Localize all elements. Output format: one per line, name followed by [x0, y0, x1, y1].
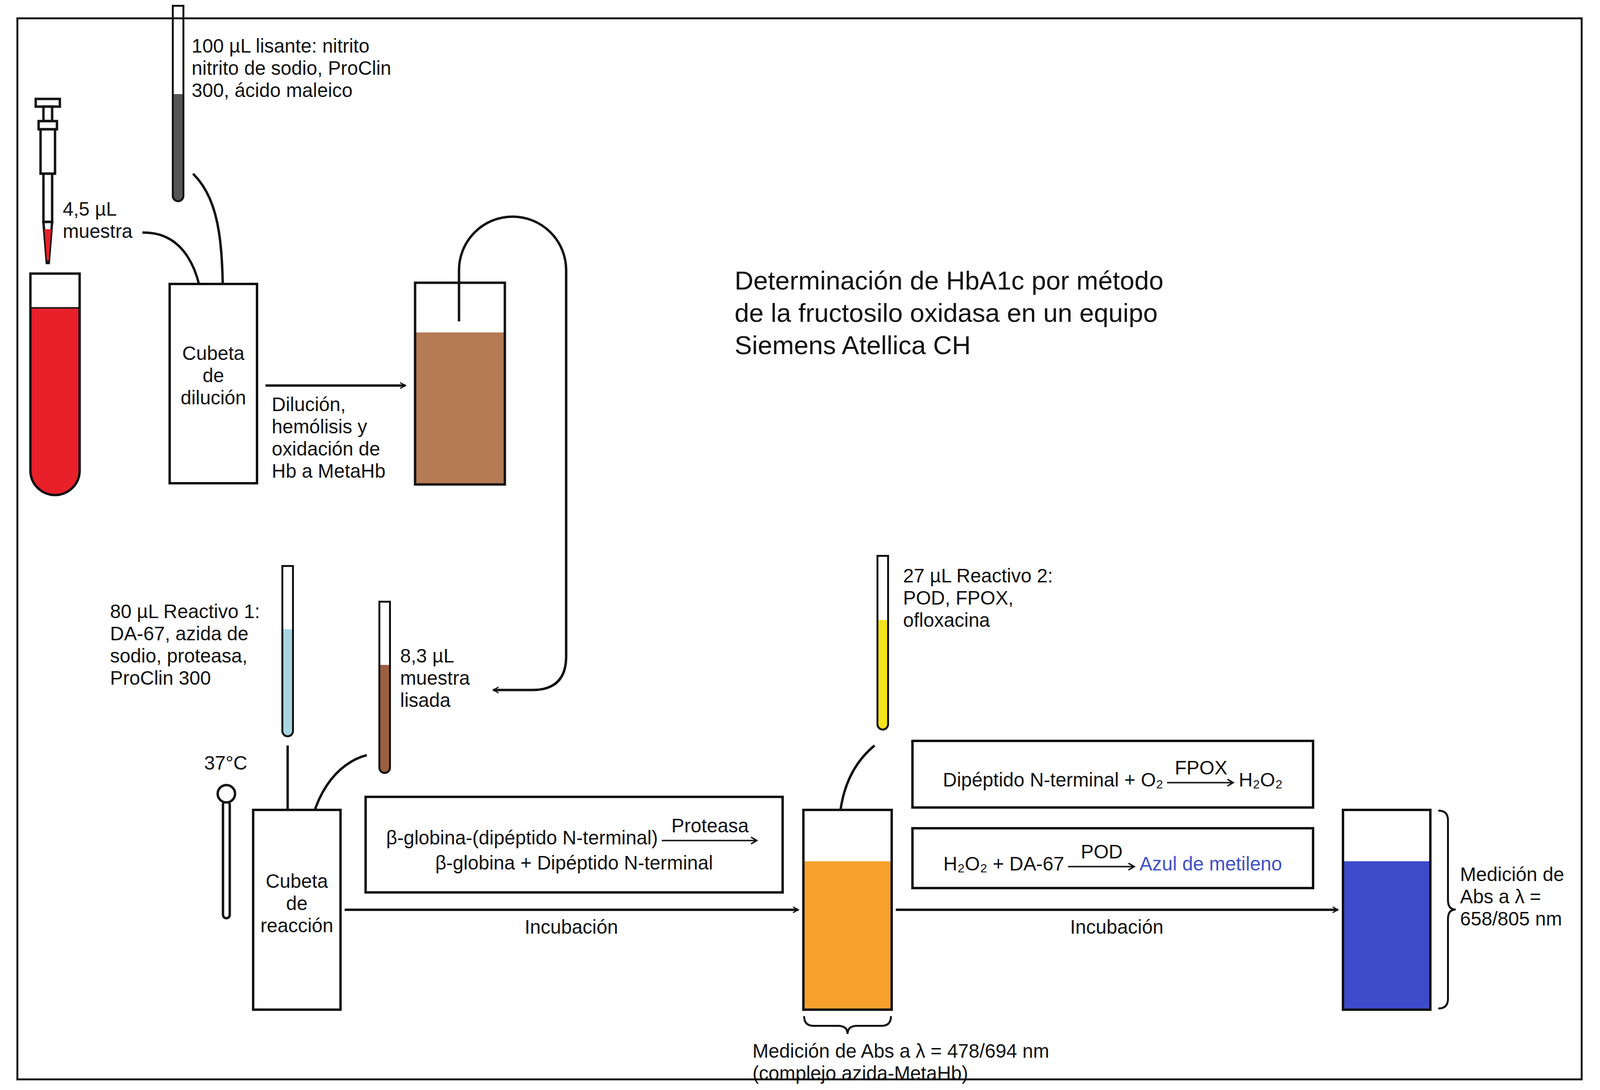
process-arrow: [895, 908, 1338, 912]
annotation: 4,5 µL muestra: [62, 197, 145, 243]
node-text: H₂O₂ + DA-67: [943, 852, 1065, 876]
liquid: [804, 861, 891, 1009]
measure-brace: [804, 1016, 891, 1035]
diagram-title: Determinación de HbA1c por método de la …: [734, 264, 1179, 362]
annotation: Dilución, hemólisis y oxidación de Hb a …: [271, 393, 403, 483]
lysed-sample-tube: [379, 601, 390, 774]
edge-label: Incubación: [522, 916, 620, 939]
outer-frame: [17, 18, 1582, 1080]
arrow-line: [661, 835, 759, 847]
arrow-line: [1167, 777, 1235, 789]
reagent2-tube: [877, 556, 889, 730]
thermometer: [217, 785, 236, 919]
measure-brace: [1438, 810, 1456, 1009]
measurement-note: Medición de Abs a λ = 478/694 nm (comple…: [752, 1040, 1120, 1085]
blood-tube: [30, 273, 80, 496]
cuvette: Medición de Abs a λ = 658/805 nm: [1341, 808, 1432, 1012]
annotation: 80 µL Reactivo 1: DA-67, azida de sodio,…: [110, 600, 277, 690]
annotation: 37°C: [204, 751, 267, 775]
reaction-arrow: POD: [1068, 842, 1136, 873]
enzyme-label: POD: [1080, 842, 1123, 862]
cuvette: Cubeta de dilución: [168, 282, 259, 485]
cuvette-label: Cubeta de dilución: [174, 342, 252, 409]
annotation: 27 µL Reactivo 2: POD, FPOX, ofloxacina: [903, 564, 1077, 632]
liquid: [1344, 861, 1430, 1009]
arrow-line: [1068, 861, 1136, 873]
node-text: Dipéptido N-terminal + O₂: [943, 768, 1164, 792]
process-arrow: [344, 908, 799, 912]
node-text: β-globina-(dipéptido N-terminal): [386, 826, 658, 849]
reaction-arrow: FPOX: [1167, 758, 1235, 789]
reagent1-tube: [282, 566, 293, 737]
lysant-tube: [172, 5, 184, 202]
enzyme-label: FPOX: [1174, 758, 1228, 778]
reaction-box: β-globina-(dipéptido N-terminal) Proteasa…: [364, 795, 784, 894]
enzyme-label: Proteasa: [671, 816, 749, 836]
node-text: H₂O₂: [1238, 768, 1283, 792]
cuvette: Medición de Abs a λ = 478/694 nm (comple…: [802, 808, 893, 1012]
reaction-box: Dipéptido N-terminal + O₂ FPOX H₂O₂: [911, 739, 1315, 809]
node-text: β-globina + Dipéptido N-terminal: [435, 851, 714, 875]
node-text: Azul de metileno: [1139, 852, 1283, 876]
cuvette: Cubeta de reacción: [251, 808, 342, 1012]
pipette: [35, 98, 60, 264]
reaction-box: H₂O₂ + DA-67 POD Azul de metileno: [911, 827, 1315, 890]
reaction-arrow: Proteasa: [661, 816, 759, 847]
cuvette-label: Cubeta de reacción: [258, 870, 336, 937]
edge-label: Incubación: [1068, 916, 1166, 939]
annotation: 100 µL lisante: nitrito nitrito de sodio…: [191, 34, 404, 102]
measurement-note: Medición de Abs a λ = 658/805 nm: [1460, 863, 1581, 931]
annotation: 8,3 µL muestra lisada: [400, 644, 485, 712]
